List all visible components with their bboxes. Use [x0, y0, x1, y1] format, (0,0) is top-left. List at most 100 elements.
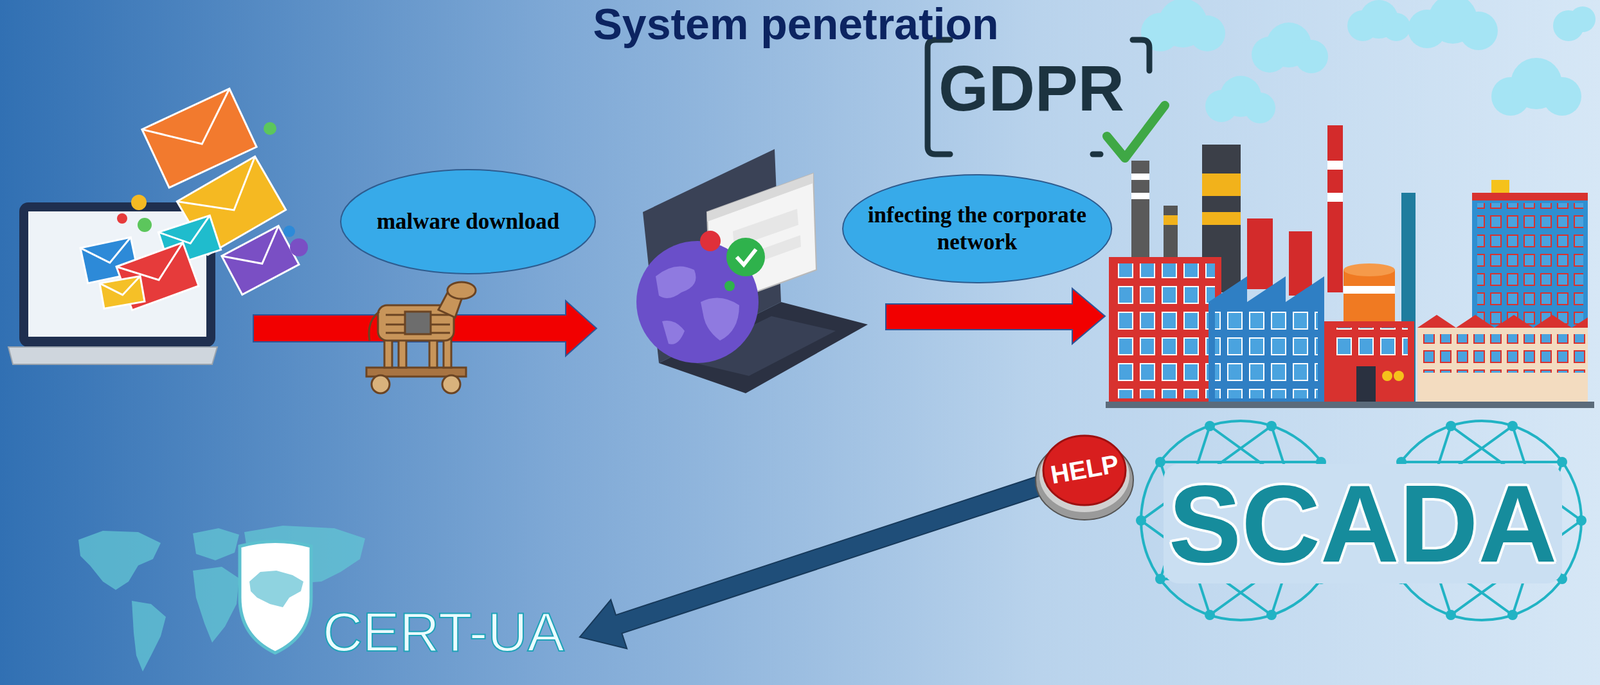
- factory-part: [1202, 212, 1241, 225]
- envelopes-part-part: [221, 226, 299, 296]
- node-text-box: CERT-UA: [322, 604, 565, 660]
- network-dots-part: [1135, 515, 1147, 526]
- trojan-horse-part: [398, 337, 407, 368]
- envelopes-part-part: [142, 88, 246, 165]
- clouds-part: [1294, 39, 1329, 74]
- scada-network: [1141, 421, 1582, 621]
- factory-part: [1343, 269, 1395, 322]
- factory-part: [1417, 314, 1588, 328]
- mail-laptop-part: [116, 213, 128, 224]
- clouds-part: [1569, 6, 1596, 33]
- trojan-horse-part: [404, 311, 431, 335]
- factory-part: [1163, 215, 1178, 225]
- trojan-horse-part: [442, 375, 461, 394]
- factory-part: [1382, 370, 1393, 382]
- factory-part: [1108, 257, 1222, 405]
- shield-part: [239, 541, 312, 654]
- network-dots-part: [1445, 610, 1457, 621]
- mail-laptop-part: [137, 217, 152, 233]
- envelopes-part: [99, 276, 145, 310]
- node-text-box: malware download: [376, 208, 560, 236]
- clouds-part: [1542, 77, 1582, 116]
- browser-laptop-part: [724, 280, 735, 292]
- network-dots-part: [1204, 421, 1215, 432]
- factory-part: [1343, 263, 1395, 277]
- world-map-part: [78, 530, 161, 591]
- help-button: HELP: [1033, 419, 1136, 523]
- shield: [239, 541, 312, 654]
- browser-laptop-part: [655, 266, 697, 299]
- factory-part: [1327, 125, 1343, 293]
- mail-laptop-part: [131, 194, 147, 211]
- world-map: [78, 525, 366, 672]
- trojan-horse-part: [384, 337, 393, 368]
- ellipse-outline: [340, 169, 596, 274]
- network-dots-part: [1507, 421, 1518, 432]
- factory-part: [1421, 334, 1586, 373]
- browser-laptop-part: [662, 320, 685, 345]
- diagram-title: System penetration: [592, 0, 999, 49]
- browser-laptop-part: [700, 230, 721, 252]
- network-dots-part: [1155, 457, 1166, 468]
- network-dots-part: [1507, 610, 1518, 621]
- factory: [1105, 125, 1595, 409]
- world-map-part: [131, 601, 166, 672]
- browser-laptop: [636, 149, 868, 394]
- browser-laptop-part: [700, 298, 740, 341]
- network-dots-part: [1204, 610, 1215, 621]
- network-dots-part: [1266, 610, 1277, 621]
- clouds-part: [1244, 92, 1276, 124]
- flow-arrow: [253, 300, 597, 357]
- mail-laptop-part: [8, 347, 218, 365]
- trojan-horse-part: [429, 337, 438, 368]
- envelopes-part-part: [221, 226, 291, 279]
- factory-part: [1208, 276, 1325, 405]
- logo-text: CERT-UA: [322, 604, 565, 660]
- factory-part: [1477, 203, 1584, 329]
- clouds-part: [1189, 15, 1226, 52]
- network-dots-part: [1576, 515, 1587, 526]
- factory-part: [1115, 263, 1215, 399]
- cert-logo: CERT-UA: [70, 523, 580, 682]
- clouds: [1141, 0, 1596, 124]
- factory-part: [1343, 286, 1395, 294]
- factory-part: [1131, 192, 1150, 200]
- factory-part: [1288, 231, 1313, 296]
- factory-part: [1327, 192, 1343, 202]
- factory-part: [1417, 327, 1588, 405]
- trojan-horse: [366, 282, 476, 394]
- ellipse-shape: [841, 173, 1113, 285]
- mail-laptop-part: [263, 122, 277, 135]
- ellipse-outline: [842, 174, 1112, 283]
- clouds-part: [1459, 11, 1498, 51]
- factory-part: [1105, 401, 1595, 409]
- factory-part: [1247, 218, 1273, 290]
- flow-arrow: [885, 288, 1106, 344]
- factory-part: [1472, 192, 1588, 335]
- trojan-horse-part: [447, 282, 476, 299]
- trojan-horse-part: [443, 337, 452, 368]
- scada-logo-text: SCADA: [1163, 464, 1563, 584]
- envelopes-part-part: [99, 276, 143, 299]
- factory-part: [1131, 173, 1150, 180]
- envelopes-part-part: [158, 215, 216, 252]
- callout-ellipse: infecting the corporate network: [841, 173, 1113, 285]
- envelopes: [80, 88, 299, 311]
- factory-part: [1472, 192, 1588, 201]
- node-text-box: infecting the corporate network: [854, 201, 1100, 256]
- envelopes-part: [221, 226, 299, 296]
- network-dots-part: [1155, 574, 1166, 585]
- world-map-part: [192, 528, 240, 561]
- callout-ellipse: malware download: [339, 168, 597, 276]
- button-dome: [1043, 435, 1126, 506]
- callout-text: infecting the corporate network: [854, 201, 1100, 256]
- trojan-horse-part: [368, 311, 380, 341]
- mail-laptop-part: [289, 238, 308, 257]
- callout-text: malware download: [376, 208, 560, 236]
- factory-part: [1356, 366, 1376, 405]
- factory-part: [1330, 327, 1408, 360]
- gdpr-frame-part: [1092, 151, 1101, 158]
- clouds-part: [1382, 12, 1411, 42]
- browser-laptop-part: [636, 241, 759, 364]
